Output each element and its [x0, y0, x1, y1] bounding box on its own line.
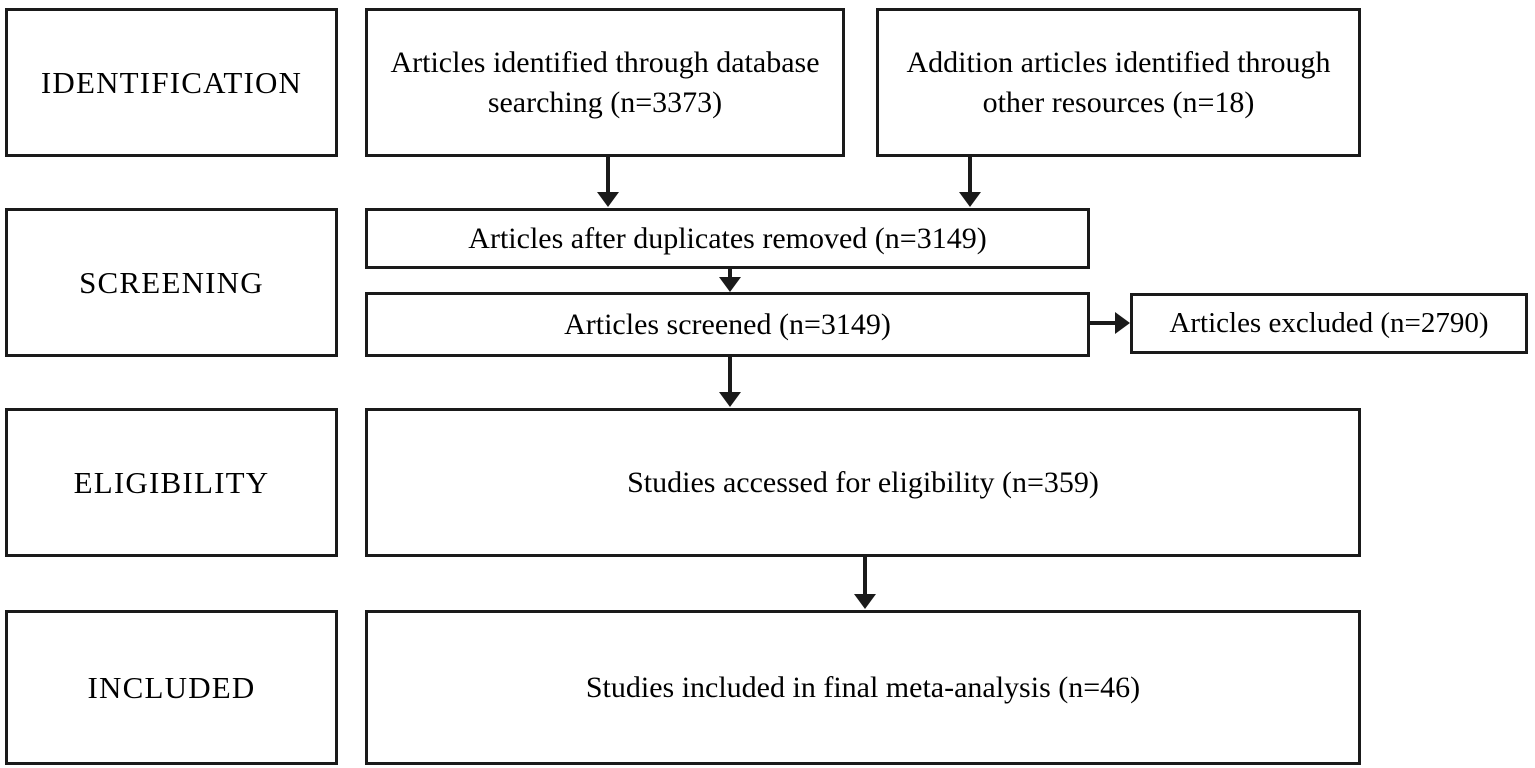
arrow-other-resources-to-duplicates-removed [968, 157, 972, 193]
arrow-database-search-to-duplicates-removed [606, 157, 610, 193]
node-studies-eligibility: Studies accessed for eligibility (n=359) [365, 408, 1361, 557]
node-other-resources: Addition articles identified through oth… [876, 8, 1361, 157]
arrow-screened-to-eligibility [728, 357, 732, 393]
node-articles-screened: Articles screened (n=3149) [365, 292, 1090, 357]
node-database-search-text: Articles identified through database sea… [390, 45, 820, 119]
arrow-eligibility-to-included [863, 557, 867, 595]
node-articles-excluded-text: Articles excluded (n=2790) [1169, 307, 1489, 340]
node-duplicates-removed: Articles after duplicates removed (n=314… [365, 208, 1090, 269]
stage-label-screening: SCREENING [5, 208, 338, 357]
stage-label-eligibility-text: ELIGIBILITY [73, 464, 270, 500]
stage-label-included: INCLUDED [5, 610, 338, 765]
stage-label-eligibility: ELIGIBILITY [5, 408, 338, 557]
arrow-duplicates-removed-to-screened [728, 269, 732, 278]
node-articles-screened-text: Articles screened (n=3149) [564, 307, 891, 341]
node-studies-included-text: Studies included in final meta-analysis … [585, 670, 1141, 704]
node-database-search: Articles identified through database sea… [365, 8, 845, 157]
node-studies-eligibility-text: Studies accessed for eligibility (n=359) [627, 465, 1099, 499]
stage-label-included-text: INCLUDED [87, 669, 256, 705]
node-studies-included: Studies included in final meta-analysis … [365, 610, 1361, 765]
stage-label-identification-text: IDENTIFICATION [40, 64, 303, 100]
stage-label-screening-text: SCREENING [79, 264, 264, 300]
node-other-resources-text: Addition articles identified through oth… [906, 45, 1331, 119]
stage-label-identification: IDENTIFICATION [5, 8, 338, 157]
node-duplicates-removed-text: Articles after duplicates removed (n=314… [468, 221, 987, 255]
node-articles-excluded: Articles excluded (n=2790) [1130, 293, 1528, 354]
arrow-screened-to-excluded [1090, 321, 1116, 325]
